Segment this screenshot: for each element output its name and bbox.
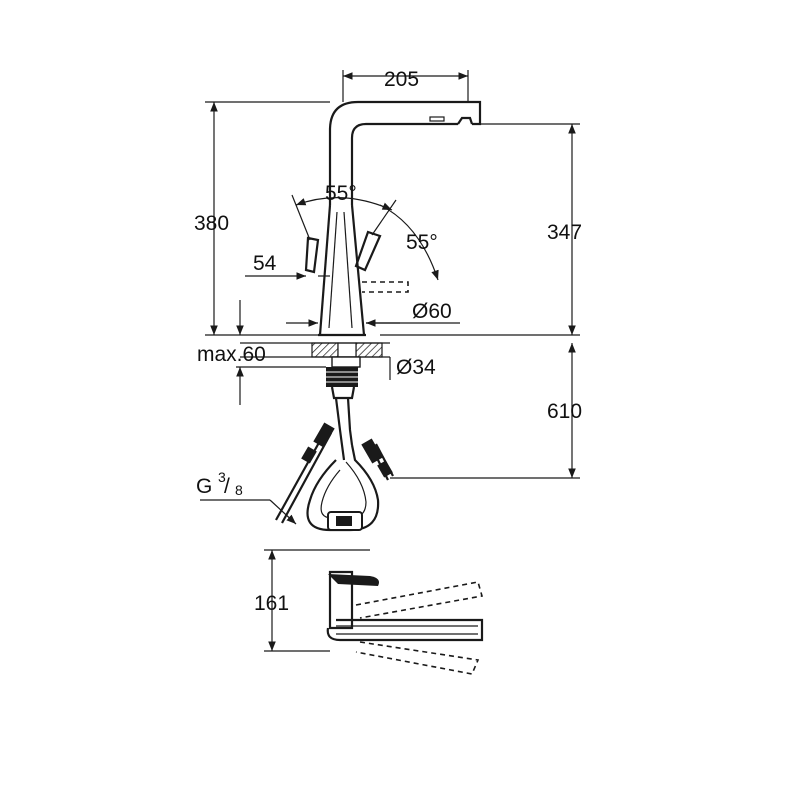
deck-section [240,342,390,400]
dim-outlet-height: 347 [547,221,582,244]
side-view-faucet [264,549,484,675]
dim-lever-angle-top: 55° [325,182,357,205]
thread-spec-label: G 3 / 8 [196,469,243,498]
supply-hoses [275,397,394,532]
dim-base-diameter: Ø60 [412,300,452,323]
dim-hose-length: 610 [547,400,582,423]
dim-total-height: 380 [194,212,229,235]
dimension-labels: 205 380 347 55° 55° 54 Ø60 max.60 Ø34 61… [194,68,582,615]
svg-text:G: G [196,475,212,498]
dim-lever-angle-side: 55° [406,231,438,254]
faucet-body [304,100,482,337]
svg-text:8: 8 [235,482,243,498]
dim-max-deck-thickness: max.60 [197,343,266,366]
svg-text:3: 3 [218,469,226,485]
dim-spout-reach: 205 [384,68,419,91]
svg-text:/: / [224,475,230,498]
dim-side-view-height: 161 [254,592,289,615]
dim-lever-offset: 54 [253,252,277,275]
dimension-lines [200,70,580,525]
dim-hole-diameter: Ø34 [396,356,436,379]
